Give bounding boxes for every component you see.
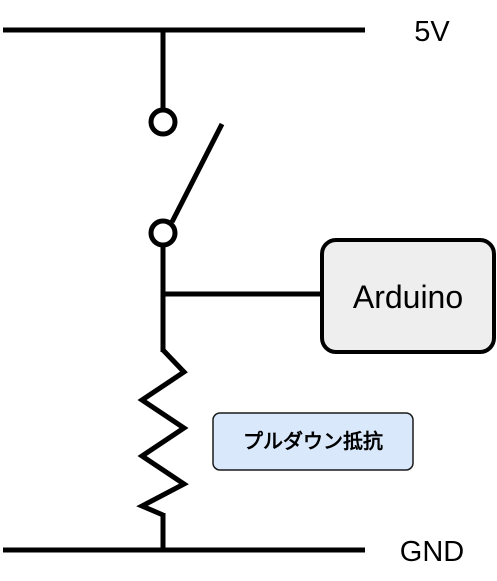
switch-symbol (148, 107, 225, 248)
gnd-label: GND (400, 536, 464, 568)
resistor-symbol (136, 348, 189, 518)
arduino-label: Arduino (353, 279, 463, 315)
switch-top-contact (148, 107, 178, 137)
switch-lever (169, 122, 225, 224)
arduino-block: Arduino (320, 238, 496, 354)
vcc-label: 5V (414, 16, 450, 48)
resistor-note-box (212, 412, 414, 471)
switch-bottom-contact (148, 218, 178, 248)
resistor-note-label: プルダウン抵抗 (243, 429, 383, 453)
arduino-box (320, 238, 496, 354)
resistor-note: プルダウン抵抗 (212, 412, 414, 471)
